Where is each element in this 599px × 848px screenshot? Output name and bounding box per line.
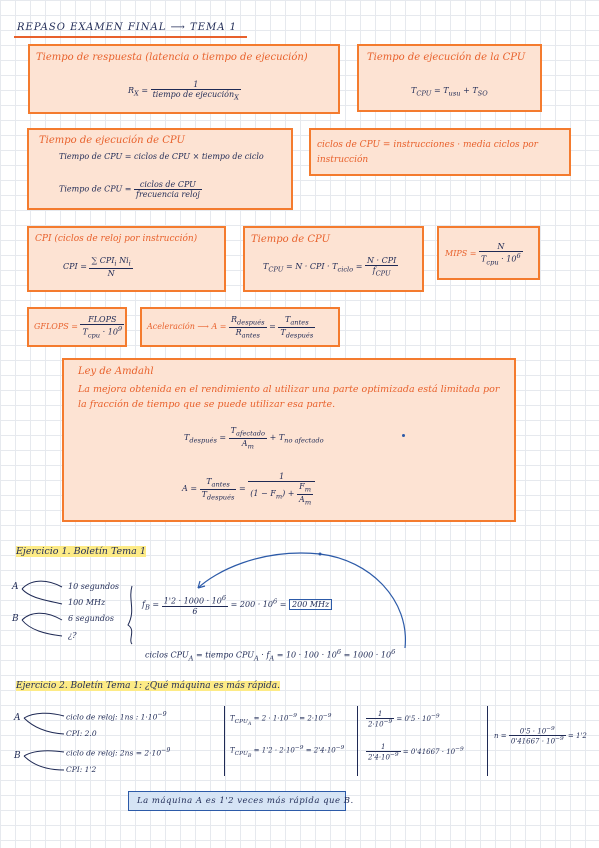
box-title: Tiempo de ejecución de la CPU — [367, 52, 526, 63]
box-title: Tiempo de CPU — [251, 234, 330, 245]
ej2-conclusion: La máquina A es 1'2 veces más rápida que… — [137, 796, 354, 806]
box-cpi: CPI (ciclos de reloj por instrucción) CP… — [27, 226, 226, 292]
ej2-tcpu-a: TCPUA = 2 · 1·10−9 = 2·10−9 — [230, 713, 332, 727]
box-title: Tiempo de respuesta (latencia o tiempo d… — [36, 52, 308, 63]
box-title: Tiempo de ejecución de CPU — [39, 135, 185, 146]
ej2-separator-1 — [224, 706, 225, 776]
title-underline — [14, 36, 247, 38]
box-text: ciclos de CPU = instrucciones · media ci… — [317, 140, 538, 165]
page-title: REPASO EXAMEN FINAL ⟶ TEMA 1 — [17, 22, 238, 33]
box-tiempo-de-cpu: Tiempo de CPU TCPU = N · CPI · Tciclo = … — [243, 226, 424, 292]
ej2-separator-3 — [487, 706, 488, 776]
ej2-separator-2 — [357, 706, 358, 776]
ej1-arrows — [21, 552, 406, 649]
ej2-a1: ciclo de reloj: 1ns : 1·10−9 — [66, 711, 167, 722]
formula-tcpu-usu-so: TCPU = Tusu + TSO — [411, 86, 488, 98]
box-title: Ley de Amdahl — [78, 366, 154, 377]
ej1-heading: Ejercicio 1. Boletín Tema 1 — [16, 546, 146, 557]
box-ciclos-cpu: ciclos de CPU = instrucciones · media ci… — [309, 128, 571, 176]
box-tiempo-cpu-usu-so: Tiempo de ejecución de la CPU TCPU = Tus… — [357, 44, 542, 112]
ej1-a2: 100 MHz — [68, 598, 106, 607]
dot-mark — [402, 434, 405, 437]
ej2-label-b: B — [14, 751, 21, 761]
ej1-label-a: A — [12, 582, 19, 592]
ej2-conclusion-box: La máquina A es 1'2 veces más rápida que… — [128, 791, 353, 811]
ej2-b1: ciclo de reloj: 2ns = 2·10−9 — [66, 747, 171, 758]
box-ley-amdahl: Ley de Amdahl La mejora obtenida en el r… — [62, 358, 516, 522]
ej1-label-b: B — [12, 614, 19, 624]
ej2-a2: CPI: 2.0 — [66, 729, 97, 738]
box-tiempo-ejecucion-cpu: Tiempo de ejecución de CPU Tiempo de CPU… — [27, 128, 293, 210]
ej2-b2: CPI: 1'2 — [66, 765, 97, 774]
ej2-heading: Ejercicio 2. Boletín Tema 1: ¿Qué máquin… — [16, 681, 280, 691]
ej2-arrows — [23, 712, 65, 771]
box-title: CPI (ciclos de reloj por instrucción) — [35, 234, 198, 244]
ej2-tcpu-b: TCPUB = 1'2 · 2·10−9 = 2'4·10−9 — [230, 745, 345, 759]
ej1-b2: ¿? — [68, 631, 77, 640]
ej1-result: 200 MHz — [289, 598, 333, 610]
ej1-ciclos: ciclos CPUA = tiempo CPUA · fA = 10 · 10… — [145, 648, 396, 663]
amdahl-text: La mejora obtenida en el rendimiento al … — [78, 384, 500, 410]
box-tiempo-respuesta: Tiempo de respuesta (latencia o tiempo d… — [28, 44, 340, 114]
ej1-a1: 10 segundos — [68, 582, 120, 591]
ej1-b1: 6 segundos — [68, 614, 114, 623]
formula-line1: Tiempo de CPU = ciclos de CPU × tiempo d… — [59, 152, 264, 161]
ej2-label-a: A — [14, 713, 21, 723]
